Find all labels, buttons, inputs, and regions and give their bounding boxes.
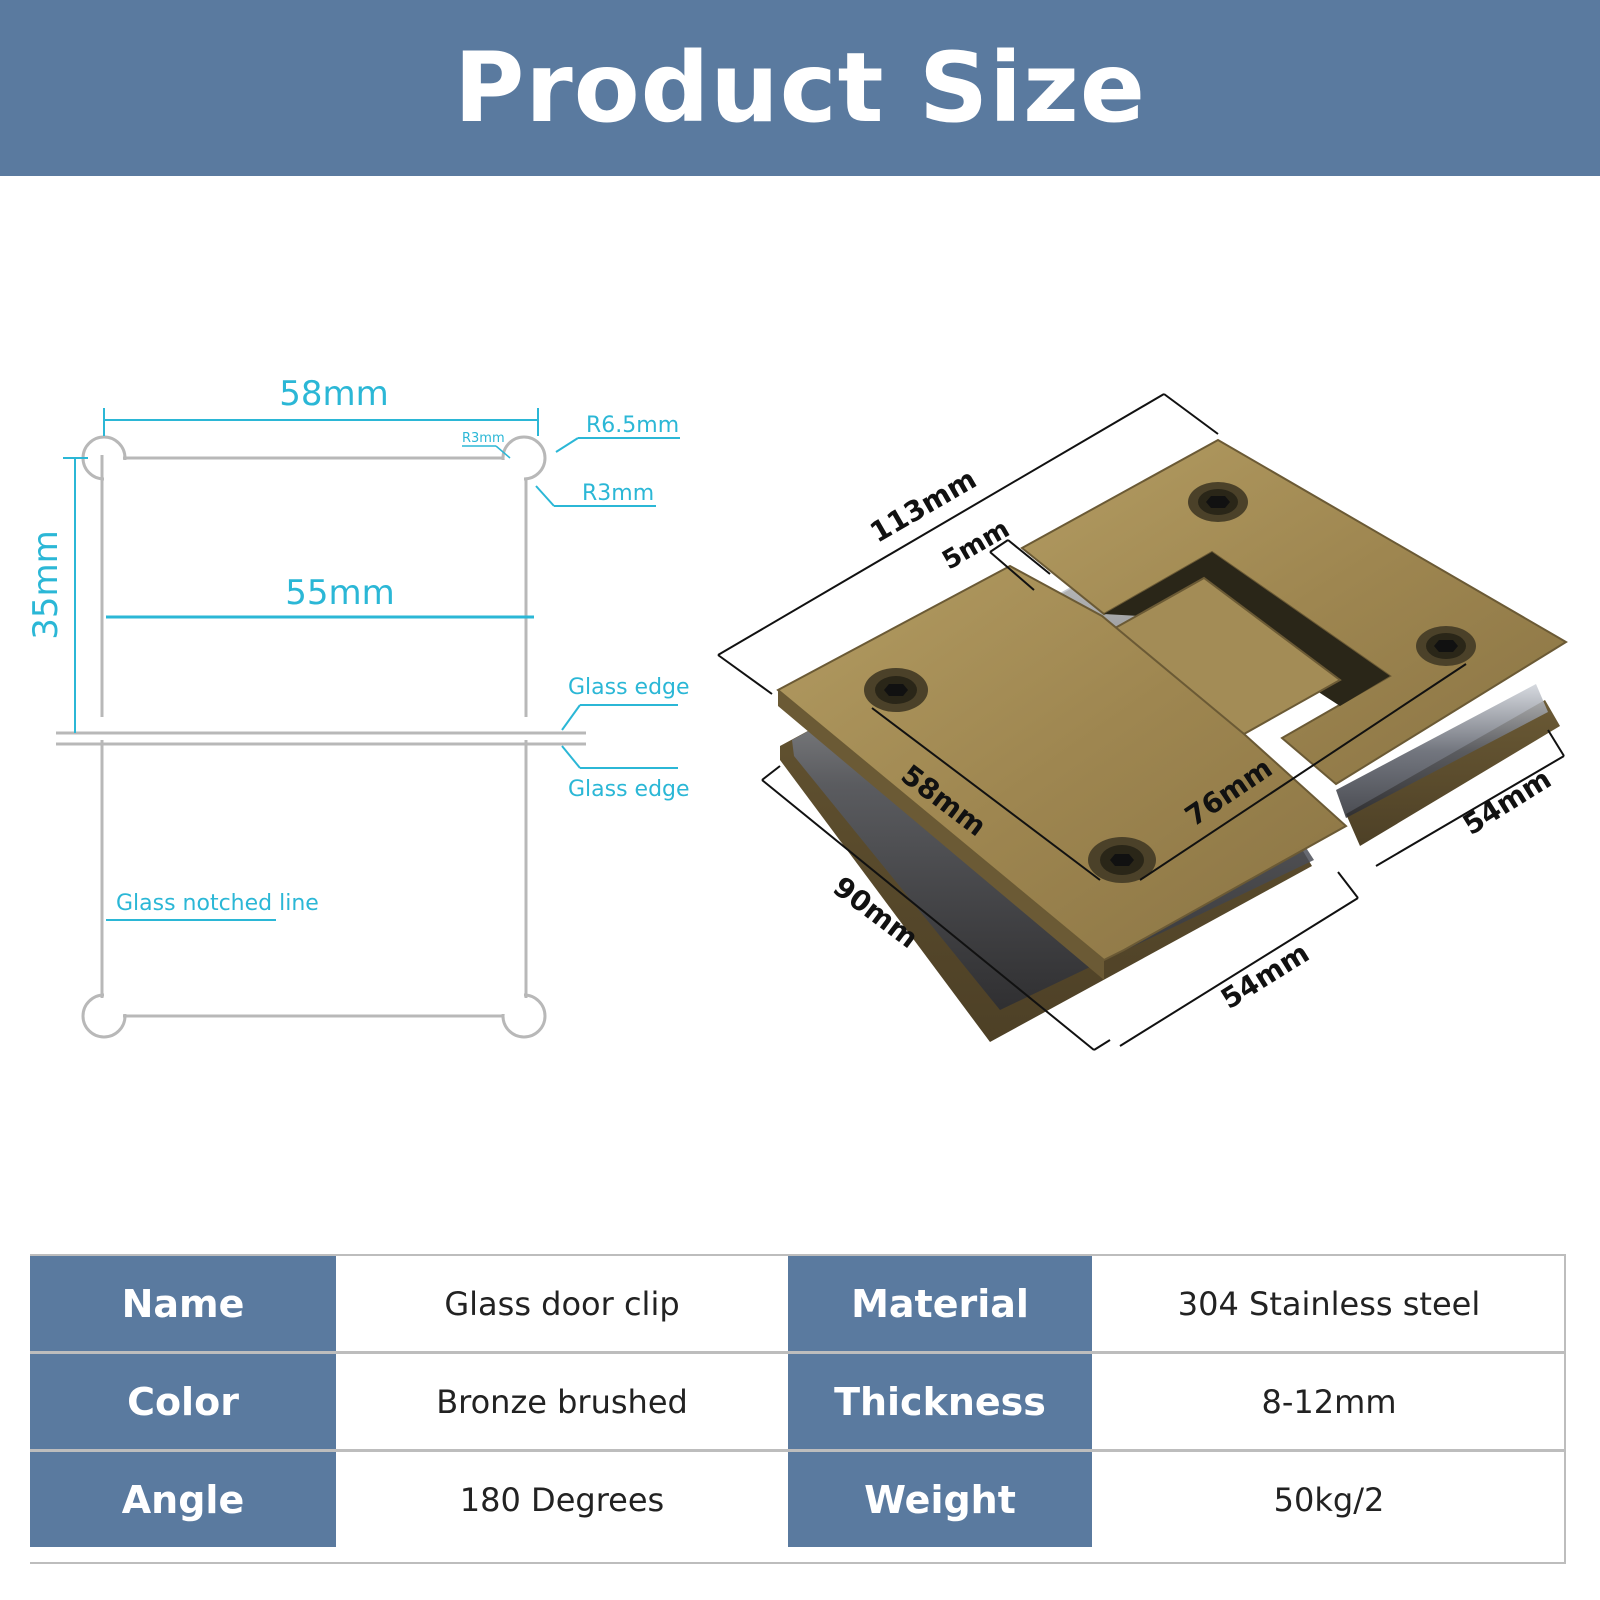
glass-edge-top-label: Glass edge	[568, 675, 690, 700]
page-title: Product Size	[454, 32, 1146, 144]
table-row: Name Glass door clip Material 304 Stainl…	[30, 1256, 1566, 1353]
screw-hole-1	[1188, 482, 1248, 522]
spec-value: 304 Stainless steel	[1092, 1256, 1566, 1353]
inner-width-label: 55mm	[285, 573, 395, 613]
width-left-label: 54mm	[1215, 936, 1315, 1016]
table-row: Angle 180 Degrees Weight 50kg/2	[30, 1449, 1566, 1547]
gap-label: 5mm	[937, 514, 1015, 576]
hinge-illustration: 113mm 5mm 58mm 76mm 90mm 54mm 54mm	[717, 393, 1568, 1051]
cutout-drawing: 58mm R3mm R6.5mm R3mm 35mm 55mm Glass ed…	[26, 374, 690, 1039]
top-width-label: 58mm	[279, 374, 389, 414]
spec-value: 50kg/2	[1092, 1449, 1566, 1547]
header-banner: Product Size	[0, 0, 1600, 176]
corner-radius-small-side-label: R3mm	[582, 481, 654, 506]
spec-table: Name Glass door clip Material 304 Stainl…	[30, 1256, 1566, 1547]
spec-value: 180 Degrees	[336, 1449, 788, 1547]
spec-label: Material	[788, 1256, 1092, 1353]
screw-hole-3	[864, 668, 928, 712]
spec-label: Weight	[788, 1449, 1092, 1547]
spec-label: Thickness	[788, 1351, 1092, 1451]
glass-edge-bottom-label: Glass edge	[568, 777, 690, 802]
spec-label: Color	[30, 1351, 336, 1451]
spec-value: 8-12mm	[1092, 1351, 1566, 1451]
left-leaf-edge	[778, 690, 1104, 980]
spec-value: Glass door clip	[336, 1256, 788, 1353]
spec-label: Name	[30, 1256, 336, 1353]
dimension-lines	[717, 393, 1565, 1051]
gasket-right	[1336, 684, 1548, 818]
back-plate-right	[1346, 700, 1560, 846]
glass-notched-line-label: Glass notched line	[116, 891, 319, 916]
product-drawing: 58mm R3mm R6.5mm R3mm 35mm 55mm Glass ed…	[26, 374, 1568, 1051]
screw-hole-4	[1088, 837, 1156, 883]
right-leaf	[1020, 438, 1568, 786]
spec-label: Angle	[30, 1449, 336, 1547]
table-row: Color Bronze brushed Thickness 8-12mm	[30, 1351, 1566, 1451]
spec-value: Bronze brushed	[336, 1351, 788, 1451]
screw-hole-2	[1416, 626, 1476, 666]
height-label: 35mm	[26, 530, 66, 640]
corner-radius-small-top-label: R3mm	[462, 431, 505, 446]
corner-radius-big-label: R6.5mm	[586, 413, 679, 438]
left-leaf	[776, 564, 1348, 962]
